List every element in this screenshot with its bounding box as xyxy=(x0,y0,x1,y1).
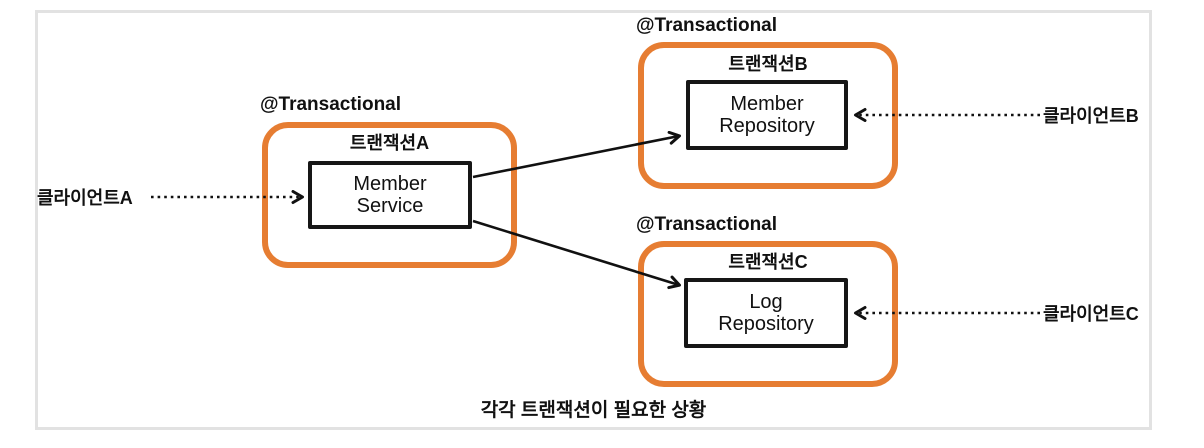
transactional-annotation-a: @Transactional xyxy=(260,94,402,115)
transaction-label-c: 트랜잭션C xyxy=(728,252,808,272)
member-repository-line2: Repository xyxy=(719,115,815,137)
transaction-group-a xyxy=(262,122,517,268)
member-repository-box: Member Repository xyxy=(686,80,848,150)
client-a-label: 클라이언트A xyxy=(37,188,133,208)
client-c-label: 클라이언트C xyxy=(1043,304,1139,324)
transactional-annotation-b: @Transactional xyxy=(636,15,778,36)
diagram-caption: 각각 트랜잭션이 필요한 상황 xyxy=(480,400,707,421)
member-service-line2: Service xyxy=(356,195,424,217)
member-service-box: Member Service xyxy=(308,161,472,229)
log-repository-box: Log Repository xyxy=(684,278,848,348)
client-b-label: 클라이언트B xyxy=(1043,106,1139,126)
member-repository-line1: Member xyxy=(730,92,804,115)
member-service-line1: Member xyxy=(353,172,427,195)
transaction-label-a: 트랜잭션A xyxy=(349,133,430,153)
outer-frame xyxy=(35,10,1152,430)
transaction-label-b: 트랜잭션B xyxy=(728,54,808,74)
log-repository-line2: Repository xyxy=(718,313,814,335)
log-repository-line1: Log xyxy=(749,290,783,313)
transactional-annotation-c: @Transactional xyxy=(636,214,778,235)
